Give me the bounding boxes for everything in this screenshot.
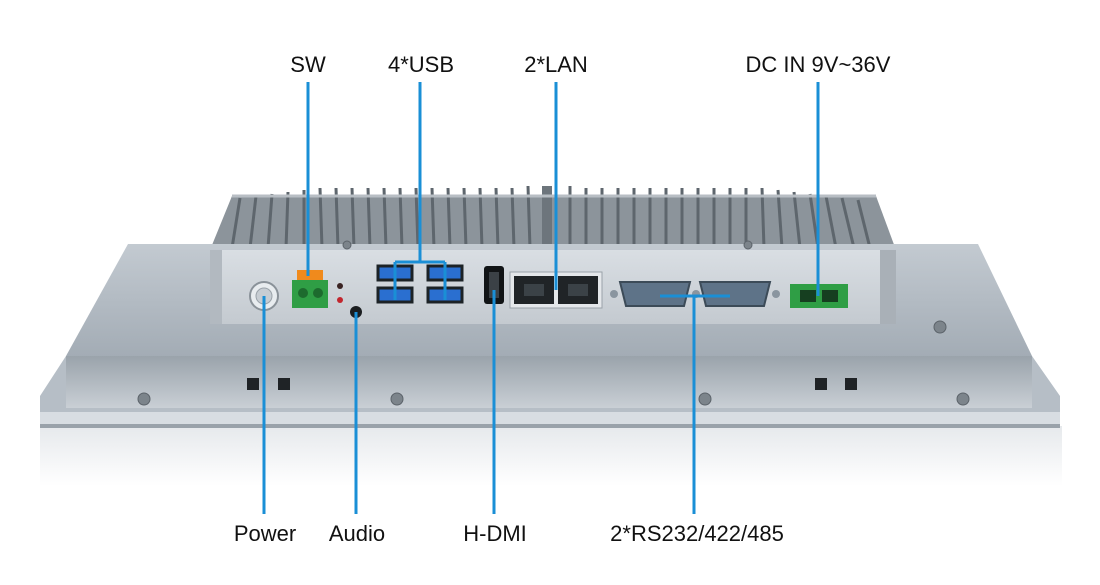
label-lan: 2*LAN <box>524 52 588 77</box>
label-audio: Audio <box>328 521 386 546</box>
label-usb: 4*USB <box>387 52 455 77</box>
label-serial: 2*RS232/422/485 <box>610 521 784 546</box>
serial-ports <box>610 281 780 307</box>
reflection <box>40 426 1062 486</box>
label-hdmi: H-DMI <box>463 521 527 546</box>
label-sw: SW <box>290 52 326 77</box>
hdmi-port <box>484 266 504 304</box>
leader-usb <box>393 82 447 300</box>
label-power: Power <box>233 521 297 546</box>
leader-serial <box>660 294 730 514</box>
sw-terminal <box>292 270 328 308</box>
status-leds <box>337 283 343 303</box>
heatsink <box>210 185 896 250</box>
label-dc-in: DC IN 9V~36V <box>745 52 891 77</box>
lan-ports <box>509 271 603 309</box>
leader-lines <box>262 82 820 514</box>
